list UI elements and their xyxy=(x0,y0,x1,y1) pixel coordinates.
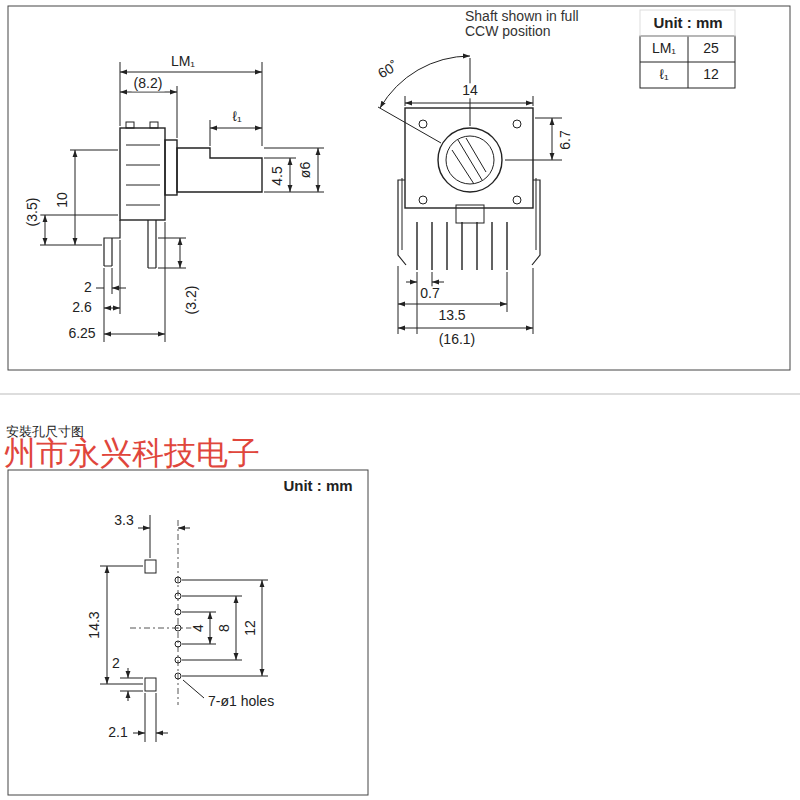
unit-header: Unit : mm xyxy=(651,15,724,32)
dimension-label: 2.1 xyxy=(106,725,129,740)
table-cell: LM₁ xyxy=(650,41,678,56)
dimension-label: (16.1) xyxy=(437,332,478,347)
dimension-label: 0.7 xyxy=(418,286,441,301)
dimension-label: (8.2) xyxy=(132,76,165,91)
dimension-label: ℓ₁ xyxy=(230,109,243,124)
table-cell: 25 xyxy=(701,41,721,56)
dimension-label: 14 xyxy=(460,83,480,98)
dimension-label: LM₁ xyxy=(169,54,197,69)
dimension-label: (3.5) xyxy=(25,196,40,229)
dimension-label: 6.25 xyxy=(66,326,97,341)
dimension-label: 4.5 xyxy=(270,164,285,187)
watermark: 州市永兴科技电子 xyxy=(2,436,262,471)
table-cell: 12 xyxy=(701,67,721,82)
angle-label: 60˚ xyxy=(374,57,403,82)
dimension-label: 10 xyxy=(55,190,70,210)
dimension-label: 12 xyxy=(243,618,258,638)
dimension-label: 13.5 xyxy=(436,308,467,323)
table-cell: ℓ₁ xyxy=(657,67,670,82)
dimension-label: ø6 xyxy=(298,160,313,180)
dimension-label: 2 xyxy=(110,656,122,671)
dimension-label: (3.2) xyxy=(184,284,199,317)
callout-text: 7-ø1 holes xyxy=(206,694,276,709)
dimension-label: 2.6 xyxy=(70,300,93,315)
dimension-label: 2 xyxy=(82,280,94,295)
dimension-label: 3.3 xyxy=(112,513,135,528)
dimension-label: 14.3 xyxy=(87,609,102,640)
dimension-label: 4 xyxy=(191,622,206,634)
unit-header: Unit : mm xyxy=(281,478,354,495)
dimension-label: 8 xyxy=(217,622,232,634)
note-text: Shaft shown in full CCW position xyxy=(463,9,617,40)
dimension-label: 6.7 xyxy=(558,128,573,151)
